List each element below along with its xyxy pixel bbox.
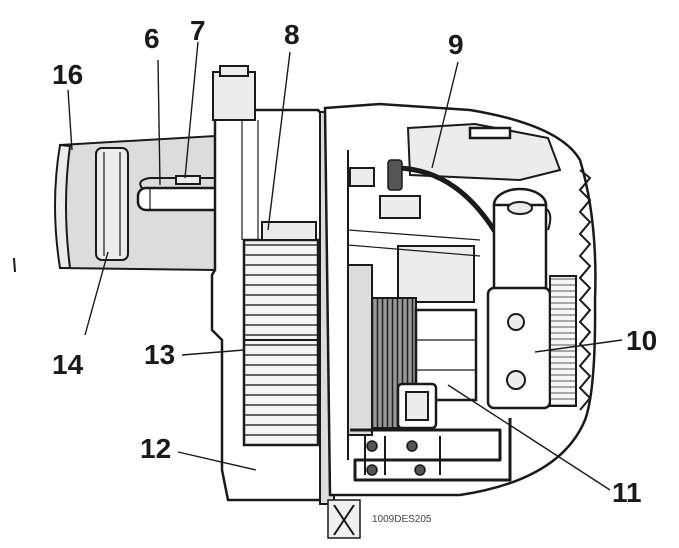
- drawing-code: 1009DES205: [372, 514, 432, 525]
- leader-10: [534, 339, 623, 353]
- label-10: 10: [626, 325, 657, 356]
- label-8: 8: [284, 19, 300, 50]
- label-7: 7: [190, 15, 206, 46]
- leader-9: [431, 61, 459, 169]
- margin-mark: [13, 257, 16, 273]
- solenoid-valve: [396, 382, 438, 430]
- cable-gland: [387, 159, 403, 191]
- label-13: 13: [144, 339, 175, 370]
- label-9: 9: [448, 29, 464, 60]
- internal-frame: [347, 150, 481, 460]
- label-14: 14: [52, 349, 84, 380]
- leader-8: [267, 51, 291, 231]
- leader-11: [447, 384, 611, 491]
- control-box: [406, 122, 562, 182]
- ignition-unit: [492, 187, 548, 297]
- leader-lines: [67, 41, 623, 491]
- label-6: 6: [144, 23, 160, 54]
- leader-16: [67, 89, 73, 151]
- fan-top: [261, 221, 317, 241]
- label-12: 12: [140, 433, 171, 464]
- leader-13: [181, 349, 245, 356]
- fuel-pump: [486, 275, 577, 410]
- fan-wheel: [242, 238, 320, 447]
- oil-lines: [350, 418, 512, 482]
- leader-6: [157, 59, 161, 186]
- cover-ribs: [578, 169, 592, 411]
- flame-disc: [95, 147, 129, 261]
- leader-7: [184, 41, 199, 179]
- base-bracket: [327, 499, 361, 539]
- leader-12: [177, 451, 257, 471]
- leader-14: [84, 251, 109, 336]
- electrode-assembly: [136, 175, 335, 212]
- label-16: 16: [52, 59, 83, 90]
- label-11: 11: [612, 477, 642, 508]
